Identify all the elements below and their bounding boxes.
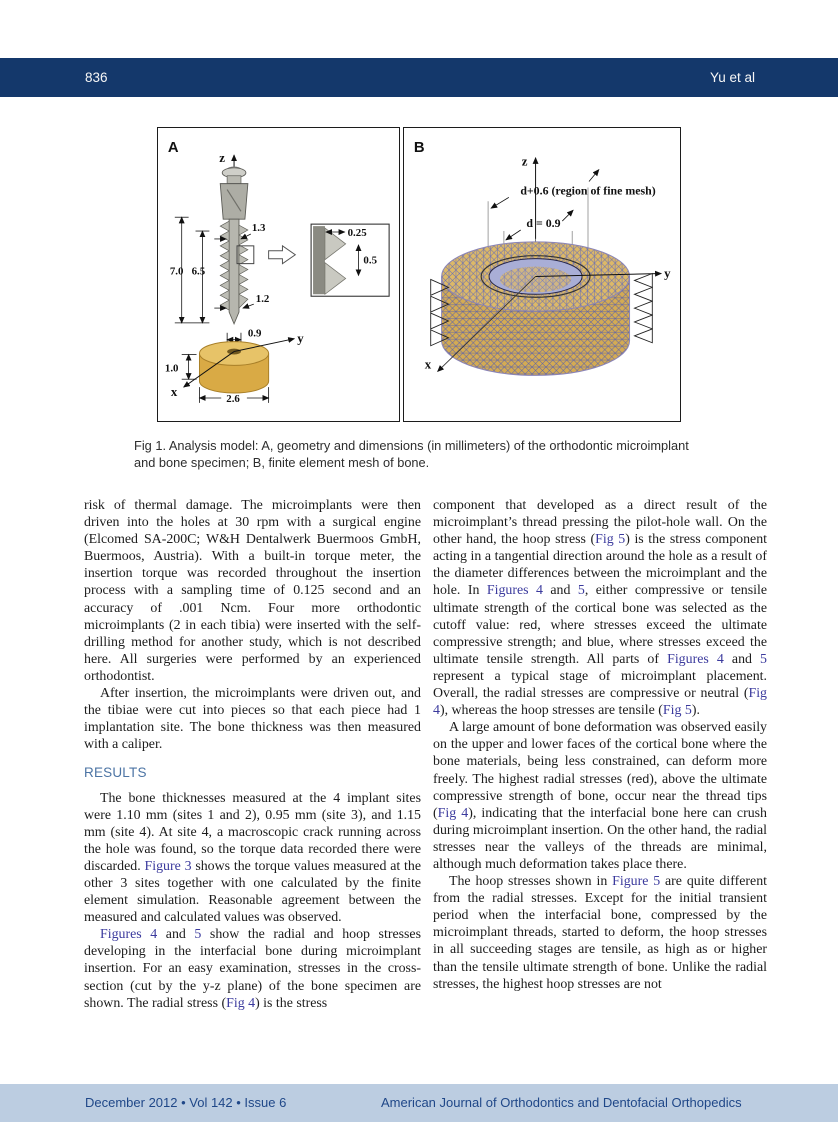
paragraph: A large amount of bone deformation was o… [433,719,767,873]
figure-reference-link[interactable]: Figure 3 [144,858,192,874]
figure-reference-link[interactable]: Fig 5 [662,703,692,719]
constraint-symbols [430,272,653,347]
text-run: , either compressive or tensile ultimate… [433,583,767,633]
text-run: and [157,927,195,943]
figure-reference-link[interactable]: Figures 4 [667,651,724,667]
dim-thread-length: 6.5 [192,266,206,278]
text-run: The hoop stresses shown in [449,874,613,890]
color-word: red [631,771,650,786]
hole-diameter-label: d = 0.9 [526,216,560,230]
bone-mesh-drawing: B z d+0.6 (region of fine mesh) d = 0.9 [414,140,671,376]
text-run: , where stresses exceed the ultimate com… [433,617,767,650]
caption-lead: Fig 1. [134,438,167,453]
dim-hole-diameter: 0.9 [248,328,262,340]
footer-issue-info: December 2012 • Vol 142 • Issue 6 [85,1095,287,1110]
meshed-bone-cylinder [441,241,631,376]
axis-y-label: y [297,332,304,346]
figure1-caption: Fig 1. Analysis model: A, geometry and d… [134,438,710,471]
zoom-callout-arrow [268,244,297,265]
panel-b-label: B [414,140,425,156]
text-run: ) is the stress component acting in a ta… [433,532,768,599]
text-run: and [542,583,578,599]
text-run: shows the torque values measured at the … [84,858,422,926]
text-run: A large amount of bone deformation was o… [433,720,767,787]
color-word: blue [587,634,611,649]
figure-reference-link[interactable]: 5 [577,583,585,599]
paragraph: Figures 4 and 5 show the radial and hoop… [84,926,421,1011]
paragraph: component that developed as a direct res… [433,497,767,719]
results-heading: RESULTS [84,765,147,781]
axis-x-label: x [171,385,178,399]
running-head: Yu et al [709,70,755,85]
implant-geometry-drawing: A z 1.3 [165,140,390,405]
text-run: are quite different from the radial stre… [433,874,767,992]
panel-a-label: A [168,140,179,156]
page-number: 836 [85,70,108,85]
text-run: ). [691,703,700,719]
footer-band: December 2012 • Vol 142 • Issue 6 Americ… [0,1084,838,1122]
header-band: 836 Yu et al [0,58,838,97]
bone-specimen-drawing [198,341,270,394]
text-run: represent a typical stage of microimplan… [433,668,767,702]
figure-reference-link[interactable]: Fig 4 [226,995,256,1011]
figure1: A z 1.3 [157,127,681,422]
dim-thread-outer: 1.3 [252,222,266,234]
figure1-panel-a: A z 1.3 [157,127,400,422]
text-run: show the radial and hoop stresses develo… [84,927,421,1011]
figure-reference-link[interactable]: Fig 5 [595,532,626,548]
left-column: risk of thermal damage. The microimplant… [84,497,421,1012]
axis-x-label: x [425,357,432,371]
text-run: ), above the ultimate compressive streng… [433,771,767,821]
dim-implant-length: 7.0 [170,266,184,278]
figure-reference-link[interactable]: Fig 4 [433,686,767,719]
figure-reference-link[interactable]: Fig 4 [437,805,469,821]
text-run: risk of thermal damage. The microimplant… [84,498,421,684]
dim-shaft-lower: 1.2 [256,293,270,305]
text-run: ), indicating that the interfacial bone … [433,805,767,872]
text-run: The bone thicknesses measured at the 4 i… [84,790,421,874]
right-column: component that developed as a direct res… [433,497,767,993]
figure-reference-link[interactable]: 5 [760,651,767,667]
dim-bone-diameter: 2.6 [226,393,240,405]
figure-reference-link[interactable]: 5 [194,927,202,943]
text-run: ) is the stress [255,995,328,1011]
color-word: red [519,617,538,632]
axis-z-label: z [522,155,528,169]
text-run: After insertion, the microimplants were … [84,686,421,753]
dim-bone-thickness: 1.0 [165,362,179,374]
text-run: , where stresses exceed the ultimate ten… [433,634,767,667]
paragraph: After insertion, the microimplants were … [84,685,421,753]
footer-journal-name: American Journal of Orthodontics and Den… [381,1095,742,1110]
paragraph: risk of thermal damage. The microimplant… [84,497,421,685]
figure-reference-link[interactable]: Figure 5 [612,874,661,890]
caption-text: Analysis model: A, geometry and dimensio… [134,438,689,470]
dim-thread-pitch: 0.5 [363,255,377,267]
axis-y-label: y [664,266,671,280]
thread-detail-inset: 0.25 0.5 [310,223,390,297]
paragraph: The hoop stresses shown in Figure 5 are … [433,873,767,993]
dim-thread-width: 0.25 [348,227,368,239]
figure-reference-link[interactable]: Figures 4 [100,927,158,943]
text-run: component that developed as a direct res… [433,498,767,548]
text-run: ), whereas the hoop stresses are tensile… [439,703,663,719]
paragraph: The bone thicknesses measured at the 4 i… [84,790,421,927]
figure1-panel-b: B z d+0.6 (region of fine mesh) d = 0.9 [403,127,681,422]
figure-reference-link[interactable]: Figures 4 [486,583,543,599]
text-run: and [723,651,761,667]
axis-z-label: z [219,151,225,165]
